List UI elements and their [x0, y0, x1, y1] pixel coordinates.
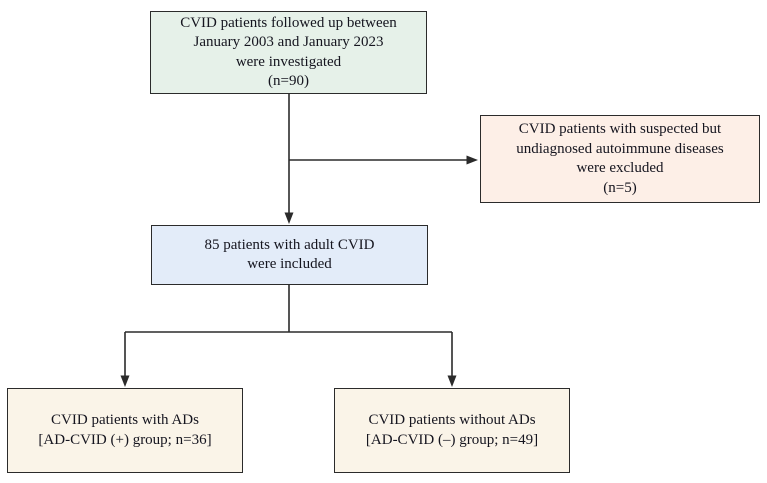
box-investigated-line-2: January 2003 and January 2023: [193, 34, 384, 50]
arrowhead-down-with-ads: [120, 375, 130, 387]
arrowhead-down-included: [284, 212, 294, 224]
box-with-ads-group-label: [AD-CVID (+) group; n=36]: [38, 431, 212, 448]
box-excluded-line-2: undiagnosed autoimmune diseases: [516, 140, 724, 157]
box-excluded-line-3: were excluded: [576, 160, 664, 176]
box-included-line-2: were included: [247, 256, 332, 272]
box-with-ads-line-1: CVID patients with ADs: [51, 412, 199, 428]
box-excluded-line-1: CVID patients with suspected but: [518, 121, 722, 137]
box-included-line-1: 85 patients with adult CVID: [204, 236, 375, 253]
box-with-ads: CVID patients with ADs [AD-CVID (+) grou…: [7, 388, 243, 473]
box-investigated-line-3: were investigated: [235, 53, 342, 70]
box-without-ads-group-label: [AD-CVID (–) group; n=49]: [365, 431, 539, 448]
box-investigated-line-1: CVID patients followed up between: [180, 14, 397, 31]
box-excluded: CVID patients with suspected but undiagn…: [480, 115, 760, 203]
box-without-ads-line-1: CVID patients without ADs: [368, 412, 536, 428]
box-investigated: CVID patients followed up between Januar…: [150, 11, 427, 94]
box-investigated-count: (n=90): [268, 73, 309, 89]
arrowhead-down-without-ads: [447, 375, 457, 387]
arrowhead-right-excluded: [466, 155, 478, 165]
box-without-ads: CVID patients without ADs [AD-CVID (–) g…: [334, 388, 570, 473]
box-excluded-count: (n=5): [603, 179, 637, 196]
connector-included-to-groups: [124, 285, 453, 377]
box-included: 85 patients with adult CVID were include…: [151, 225, 428, 285]
